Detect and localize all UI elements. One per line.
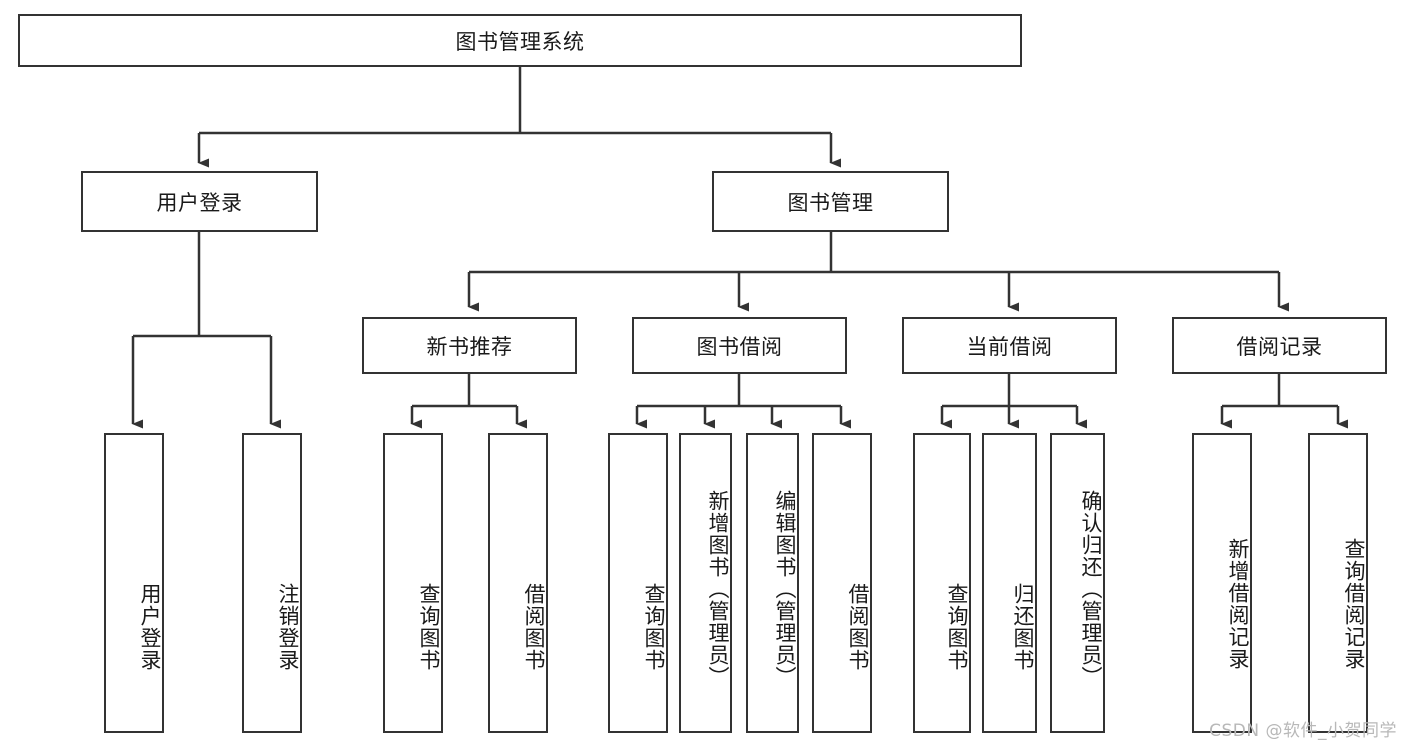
node-label: 注销登录 [276, 583, 300, 671]
watermark-text: CSDN @软件_小贺同学 [1209, 721, 1397, 741]
node-label: 图书管理 [787, 190, 874, 215]
node-label: 查询图书 [945, 583, 969, 671]
node-label: 新增借阅记录 [1226, 538, 1250, 670]
node-label: 当前借阅 [966, 334, 1053, 359]
leaf-cb-return-book[interactable]: 归还图书 [982, 433, 1037, 733]
node-label: 查询借阅记录 [1342, 538, 1366, 670]
node-root-book-management-system[interactable]: 图书管理系统 [18, 14, 1022, 67]
leaf-user-login[interactable]: 用户登录 [104, 433, 164, 733]
leaf-cb-query-book[interactable]: 查询图书 [913, 433, 971, 733]
leaf-rec-borrow-book[interactable]: 借阅图书 [488, 433, 548, 733]
leaf-rec-query-book[interactable]: 查询图书 [383, 433, 443, 733]
leaf-br-add-record[interactable]: 新增借阅记录 [1192, 433, 1252, 733]
node-label: 查询图书 [417, 583, 441, 671]
leaf-br-query-record[interactable]: 查询借阅记录 [1308, 433, 1368, 733]
node-label: 图书借阅 [696, 334, 783, 359]
node-borrowing-records[interactable]: 借阅记录 [1172, 317, 1387, 374]
node-label: 查询图书 [642, 583, 666, 671]
node-label: 编辑图书（管理员） [773, 490, 797, 688]
node-label: 确认归还（管理员） [1079, 490, 1103, 688]
node-label: 图书管理系统 [455, 29, 585, 54]
node-label: 新书推荐 [426, 334, 513, 359]
leaf-bb-query-book[interactable]: 查询图书 [608, 433, 668, 733]
leaf-bb-edit-book[interactable]: 编辑图书（管理员） [746, 433, 799, 733]
node-label: 借阅图书 [522, 583, 546, 671]
node-new-book-recommendation[interactable]: 新书推荐 [362, 317, 577, 374]
node-current-borrowing[interactable]: 当前借阅 [902, 317, 1117, 374]
node-label: 归还图书 [1011, 583, 1035, 671]
node-label: 借阅记录 [1236, 334, 1323, 359]
node-book-management[interactable]: 图书管理 [712, 171, 949, 232]
leaf-bb-add-book[interactable]: 新增图书（管理员） [679, 433, 732, 733]
node-label: 新增图书（管理员） [706, 490, 730, 688]
node-user-login[interactable]: 用户登录 [81, 171, 318, 232]
node-book-borrowing[interactable]: 图书借阅 [632, 317, 847, 374]
node-label: 用户登录 [138, 583, 162, 671]
node-label: 用户登录 [156, 190, 243, 215]
leaf-bb-borrow-book[interactable]: 借阅图书 [812, 433, 872, 733]
leaf-logout[interactable]: 注销登录 [242, 433, 302, 733]
leaf-cb-confirm-return[interactable]: 确认归还（管理员） [1050, 433, 1105, 733]
node-label: 借阅图书 [846, 583, 870, 671]
